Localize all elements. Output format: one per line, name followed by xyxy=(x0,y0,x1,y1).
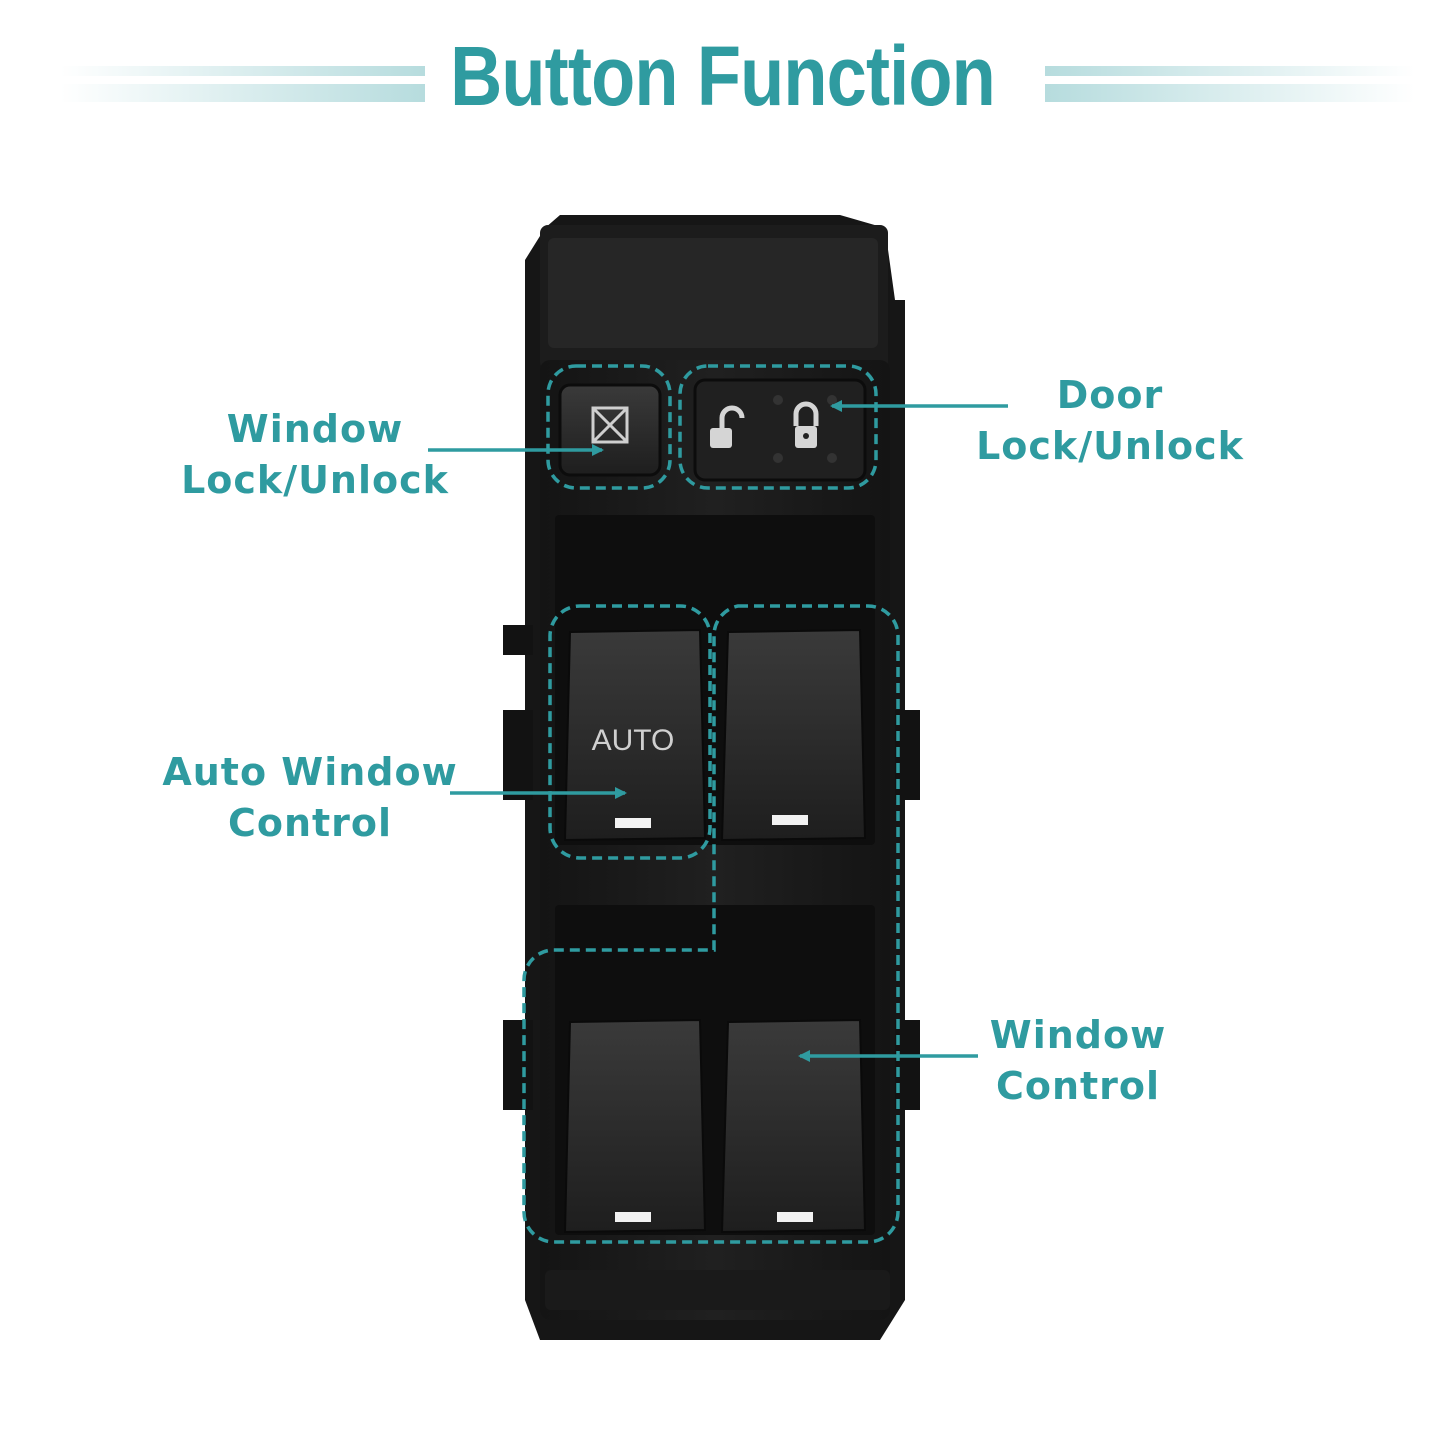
title-decoration-left-bottom xyxy=(60,84,425,102)
window-lock-label-line2: Lock/Unlock xyxy=(181,458,449,502)
highlight-outlines xyxy=(522,364,900,1244)
auto-window-button[interactable]: AUTO xyxy=(563,628,707,842)
window-lock-icon xyxy=(591,406,629,444)
window-control-label: Window Control xyxy=(968,1010,1188,1112)
window-lock-label: Window Lock/Unlock xyxy=(180,404,450,506)
callout-arrows xyxy=(428,400,1008,1062)
title-decoration-left-top xyxy=(60,66,425,76)
unlock-button[interactable] xyxy=(710,405,745,448)
door-lock-label-line2: Lock/Unlock xyxy=(976,424,1244,468)
window-lock-highlight xyxy=(546,364,672,490)
indicator-light xyxy=(777,1212,813,1222)
auto-window-label-line2: Control xyxy=(227,801,393,845)
auto-window-highlight xyxy=(548,604,712,860)
door-lock-label-line1: Door xyxy=(1056,373,1164,417)
door-lock-highlight xyxy=(678,364,878,490)
window-button-rear-right[interactable] xyxy=(720,1018,867,1234)
indicator-light xyxy=(615,1212,651,1222)
window-button-rear-left[interactable] xyxy=(563,1018,707,1234)
window-lock-label-line1: Window xyxy=(226,407,404,451)
door-lock-label: Door Lock/Unlock xyxy=(975,370,1245,472)
lock-button[interactable] xyxy=(793,401,819,448)
window-button-front-right[interactable] xyxy=(720,628,867,842)
auto-button-text: AUTO xyxy=(592,724,675,757)
window-lock-button[interactable] xyxy=(558,383,662,477)
window-control-label-line2: Control xyxy=(995,1064,1161,1108)
title-decoration-right-top xyxy=(1045,66,1415,76)
indicator-light xyxy=(772,815,808,825)
door-lock-panel xyxy=(693,378,867,482)
locked-padlock-icon xyxy=(793,401,819,448)
window-control-label-line1: Window xyxy=(989,1013,1167,1057)
title-decoration-right-bottom xyxy=(1045,84,1415,102)
indicator-light xyxy=(615,818,651,828)
unlocked-padlock-icon xyxy=(710,405,745,448)
page-title: Button Function xyxy=(450,29,996,123)
auto-window-label: Auto Window Control xyxy=(160,747,460,849)
auto-window-label-line1: Auto Window xyxy=(162,750,458,794)
